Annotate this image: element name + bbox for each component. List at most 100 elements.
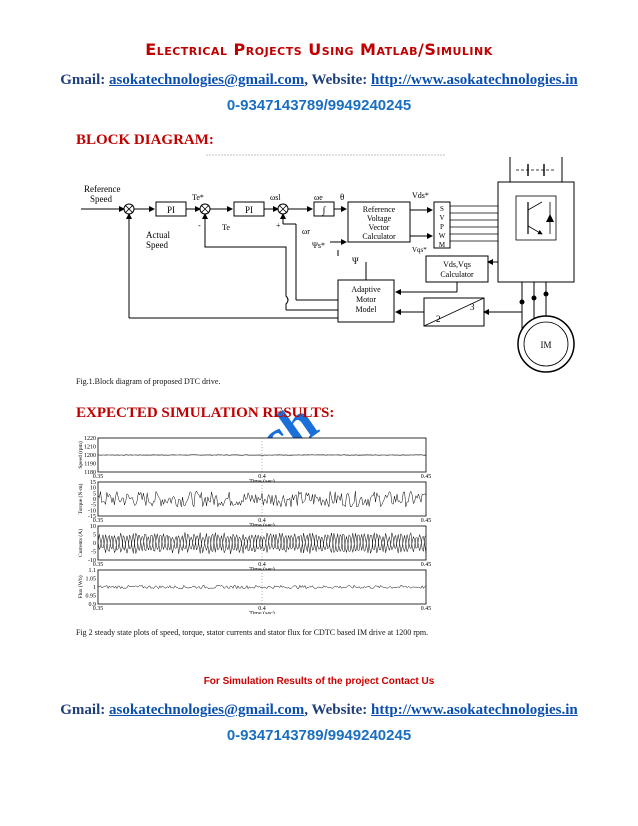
y-tick-label: 10 <box>90 486 96 492</box>
y-tick-label: -10 <box>88 508 96 514</box>
te-star-label: Te* <box>192 193 204 202</box>
footer-gmail-label: Gmail: <box>60 702 110 718</box>
y-tick-label: 0.9 <box>89 602 97 608</box>
y-tick-label: 1.05 <box>86 577 97 583</box>
adaptive-motor-model <box>337 279 395 323</box>
y-tick-label: 15 <box>90 480 96 486</box>
signal-trace <box>97 584 427 590</box>
plus-sign: + <box>276 221 281 230</box>
x-tick-label: 0.35 <box>93 474 104 480</box>
svg-text:2: 2 <box>436 314 441 324</box>
y-tick-label: 5 <box>93 533 96 539</box>
results-heading: EXPECTED SIMULATION RESULTS: <box>76 405 335 421</box>
website-label: , Website: <box>304 72 372 88</box>
plot-frame <box>97 569 427 605</box>
footer-email-link[interactable]: asokatechnologies@gmail.com <box>109 702 305 718</box>
y-tick-label: 1180 <box>84 470 96 476</box>
svg-text:∫: ∫ <box>322 205 327 216</box>
y-axis-label: Currents (A) <box>77 529 84 557</box>
page-title: Electrical Projects Using Matlab/Simulin… <box>145 40 493 59</box>
inverter-block <box>497 181 575 283</box>
y-tick-label: 0.95 <box>86 594 97 600</box>
svg-text:V: V <box>439 214 444 222</box>
gmail-label: Gmail: <box>60 72 110 88</box>
svg-text:Actual: Actual <box>146 230 170 240</box>
y-tick-label: -5 <box>91 550 96 556</box>
svg-text:Vds,Vqs: Vds,Vqs <box>443 260 471 269</box>
y-tick-label: 1190 <box>84 462 96 468</box>
footer-phone: 0-9347143789/9949240245 <box>226 727 412 744</box>
svg-text:Model: Model <box>356 305 378 314</box>
te-label: Te <box>222 223 230 232</box>
y-tick-label: 1.1 <box>89 568 97 574</box>
block-diagram: Reference Speed PI Te* PI ωsl ωe ∫ θ Ref… <box>81 154 575 373</box>
reference-speed-label: Reference Speed <box>84 184 120 204</box>
x-tick-label: 0.45 <box>421 562 432 568</box>
y-tick-label: -10 <box>88 558 96 564</box>
y-tick-label: 0 <box>93 541 96 547</box>
signal-trace <box>98 454 427 456</box>
y-tick-label: 1210 <box>84 445 96 451</box>
minus-sign-te: - <box>198 221 201 230</box>
y-tick-label: 1220 <box>84 436 96 442</box>
svg-text:Vector: Vector <box>369 223 390 232</box>
svg-text:PI: PI <box>167 205 175 215</box>
y-axis-label: Flux (Wb) <box>77 575 84 598</box>
omega-e-label: ωe <box>314 193 323 202</box>
vds-star-label: Vds* <box>412 191 429 200</box>
x-tick-label: 0.35 <box>93 518 104 524</box>
svg-text:W: W <box>439 232 446 240</box>
psi-label: Ψ <box>352 256 359 266</box>
header-contact-line: Gmail: asokatechnologies@gmail.com, Webs… <box>0 72 638 89</box>
x-tick-label: 0.4 <box>258 562 266 568</box>
svg-text:Motor: Motor <box>356 295 376 304</box>
theta-label: θ <box>340 192 344 202</box>
header-website-link[interactable]: http://www.asokatechnologies.in <box>371 72 578 88</box>
y-tick-label: 1200 <box>84 453 96 459</box>
y-tick-label: -5 <box>91 503 96 509</box>
figure-1-caption: Fig.1.Block diagram of proposed DTC driv… <box>76 377 221 386</box>
x-tick-label: 0.45 <box>421 474 432 480</box>
svg-text:Reference: Reference <box>84 184 120 194</box>
x-tick-label: 0.35 <box>93 562 104 568</box>
header-email-link[interactable]: asokatechnologies@gmail.com <box>109 72 305 88</box>
svg-text:Voltage: Voltage <box>367 214 392 223</box>
svg-text:S: S <box>440 205 444 213</box>
x-tick-label: 0.35 <box>93 606 104 612</box>
x-axis-label: Time (sec) <box>249 566 275 573</box>
y-axis-label: Speed (rpm) <box>77 441 84 469</box>
y-tick-label: 0 <box>93 497 96 503</box>
omega-sl-label: ωsl <box>270 193 281 202</box>
svg-text:P: P <box>440 223 444 231</box>
svg-text:Speed: Speed <box>90 194 112 204</box>
x-axis-label: Time (sec) <box>249 522 275 529</box>
induction-motor <box>517 315 575 373</box>
svg-text:3: 3 <box>470 302 475 312</box>
svg-text:Speed: Speed <box>146 240 168 250</box>
vds-vqs-calculator <box>425 255 489 283</box>
signal-trace <box>97 531 427 554</box>
block-diagram-heading: BLOCK DIAGRAM: <box>76 132 214 148</box>
footer-website-link[interactable]: http://www.asokatechnologies.in <box>371 702 578 718</box>
im-label: IM <box>541 340 552 350</box>
omega-r-label: ωr <box>302 227 310 236</box>
x-tick-label: 0.4 <box>258 606 266 612</box>
actual-speed-label: Actual Speed <box>146 230 170 250</box>
x-axis-label: Time (sec) <box>249 478 275 485</box>
figure-2-caption: Fig 2 steady state plots of speed, torqu… <box>76 628 429 637</box>
header-phone: 0-9347143789/9949240245 <box>226 97 412 114</box>
signal-trace <box>97 490 427 508</box>
y-tick-label: -15 <box>88 514 96 520</box>
svpwm-block <box>433 201 451 249</box>
x-tick-label: 0.45 <box>421 518 432 524</box>
psi-s-star-label: Ψs* <box>312 241 325 250</box>
svg-text:Calculator: Calculator <box>362 232 396 241</box>
svg-text:Adaptive: Adaptive <box>351 285 381 294</box>
y-axis-label: Torque (N-m) <box>77 484 84 515</box>
x-tick-label: 0.45 <box>421 606 432 612</box>
footer-contact-line: Gmail: asokatechnologies@gmail.com, Webs… <box>0 702 638 719</box>
